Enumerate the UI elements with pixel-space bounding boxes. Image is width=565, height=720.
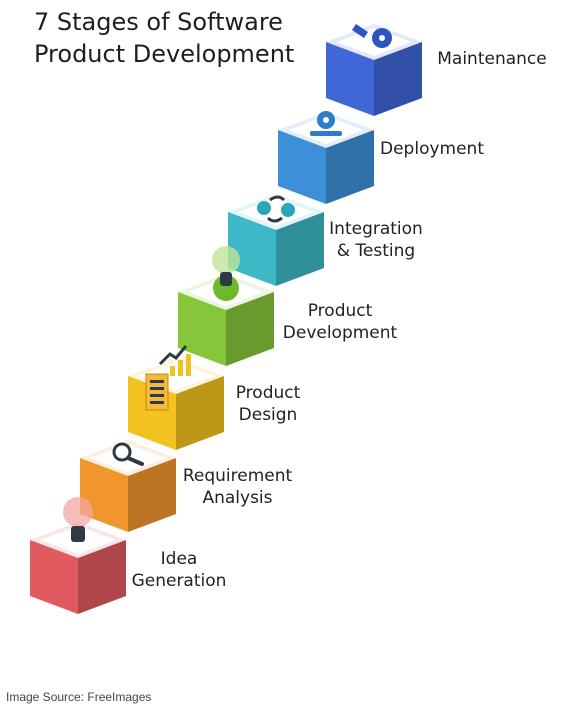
gear-bulb-icon	[212, 246, 240, 301]
diagram-title: 7 Stages of Software Product Development	[34, 6, 334, 70]
image-credit: Image Source: FreeImages	[6, 690, 152, 704]
step-block-deployment	[278, 111, 374, 204]
label-deployment: Deployment	[380, 139, 484, 159]
lightbulb-icon	[63, 497, 93, 542]
staircase-graphic	[30, 24, 422, 614]
title-line-2: Product Development	[34, 40, 295, 68]
gears-cycle-icon	[257, 195, 295, 223]
wrench-gear-icon	[352, 24, 392, 48]
step-block-integration-testing	[228, 194, 324, 286]
step-block-maintenance	[326, 24, 422, 116]
magnifier-icon	[112, 442, 144, 466]
eye-gear-icon	[310, 111, 342, 136]
title-line-1: 7 Stages of Software	[34, 8, 283, 36]
label-integration-testing: Integration& Testing	[329, 219, 423, 261]
step-block-product-design	[128, 345, 224, 450]
step-block-idea-generation	[30, 497, 126, 614]
step-block-requirement-analysis	[80, 440, 176, 532]
step-block-product-development	[178, 246, 274, 366]
checklist-chart-icon	[145, 345, 191, 411]
label-maintenance: Maintenance	[437, 49, 547, 69]
